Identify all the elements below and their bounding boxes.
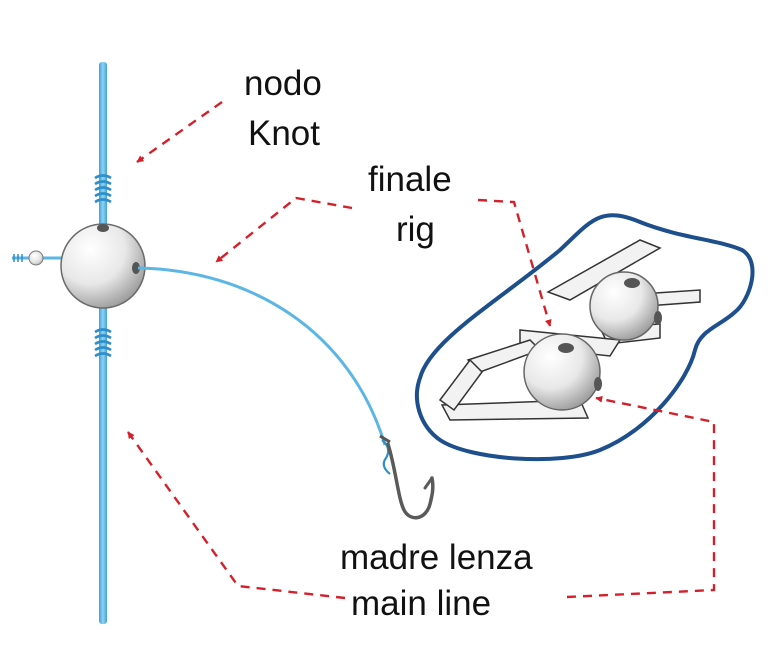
upper-knot <box>94 174 112 204</box>
lower-knot <box>94 328 112 358</box>
rig-inset <box>414 213 755 462</box>
swivel-bead <box>60 223 146 309</box>
label-knot-it: nodo <box>244 64 322 103</box>
rig-leader <box>137 266 387 446</box>
label-main-line-en: main line <box>351 584 492 623</box>
arrow-to-inset-bead-hole <box>477 198 552 327</box>
side-stopper <box>12 250 64 266</box>
label-knot-en: Knot <box>248 114 320 153</box>
hook-icon <box>379 434 435 520</box>
arrow-to-knot <box>136 101 223 163</box>
main-line <box>99 62 107 624</box>
arrow-to-inset-bead-side <box>566 395 716 599</box>
arrow-to-rig-leader <box>215 196 353 263</box>
label-rig-it: finale <box>368 160 452 199</box>
label-main-line-it: madre lenza <box>340 538 533 577</box>
arrow-to-main-line <box>127 431 346 600</box>
label-rig-en: rig <box>396 210 435 249</box>
